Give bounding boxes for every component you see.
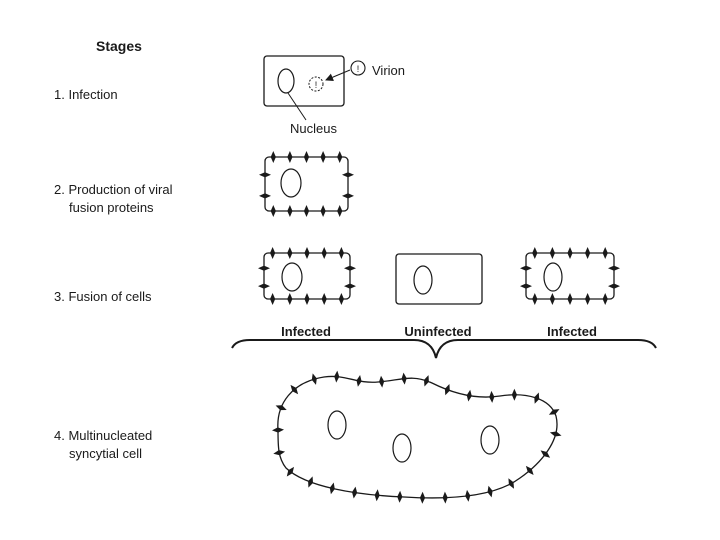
- fusion-protein-spike: [603, 247, 608, 259]
- fusion-proteins: [520, 247, 620, 305]
- fusion-protein-spike: [402, 373, 407, 385]
- fusion-protein-spike: [534, 393, 539, 404]
- fusion-protein-spike: [375, 489, 380, 501]
- nucleus: [281, 169, 301, 197]
- fusion-protein-spike: [321, 151, 326, 163]
- fusion-protein-spike: [271, 151, 276, 163]
- fusion-proteins: [259, 151, 354, 217]
- cell-membrane: [264, 253, 350, 299]
- fusion-protein-spike: [272, 427, 284, 432]
- fusion-protein-spike: [304, 247, 309, 259]
- fusion-protein-spike: [322, 293, 327, 305]
- fusion-protein-spike: [342, 172, 354, 177]
- fusion-protein-spike: [339, 247, 344, 259]
- fusion-protein-spike: [550, 432, 562, 437]
- fusion-protein-spike: [258, 284, 270, 289]
- nucleus: [414, 266, 432, 294]
- fusion-protein-spike: [352, 487, 357, 499]
- nucleus: [544, 263, 562, 291]
- fusion-protein-spike: [379, 376, 384, 388]
- fusion-protein-spike: [337, 151, 342, 163]
- nucleus: [393, 434, 411, 462]
- fusion-protein-spike: [258, 266, 270, 271]
- fusion-protein-spike: [287, 247, 292, 259]
- fusion-protein-spike: [532, 247, 537, 259]
- fusion-protein-spike: [270, 247, 275, 259]
- fusion-protein-spike: [488, 486, 493, 498]
- fusion-protein-spike: [550, 293, 555, 305]
- nucleus: [282, 263, 302, 291]
- fusion-protein-spike: [357, 375, 362, 387]
- stage-4-syncytium: [272, 371, 562, 504]
- fusion-protein-spike: [330, 483, 335, 495]
- fusion-protein-spike: [550, 247, 555, 259]
- fusion-protein-spike: [344, 284, 356, 289]
- fusion-protein-spike: [420, 492, 425, 504]
- stage-3-uninfected: [396, 254, 482, 304]
- fusion-protein-spike: [322, 247, 327, 259]
- fusion-protein-spike: [273, 450, 285, 455]
- fusion-protein-spike: [259, 193, 271, 198]
- fusion-protein-spike: [465, 490, 470, 502]
- cell-membrane: [265, 157, 348, 211]
- fusion-protein-spike: [608, 284, 620, 289]
- stage-3-infected-left: [258, 247, 356, 305]
- virion-outside-mark: !: [357, 64, 360, 74]
- fusion-protein-spike: [308, 476, 313, 487]
- fusion-protein-spike: [270, 293, 275, 305]
- cell-membrane: [264, 56, 344, 106]
- fusion-protein-spike: [287, 293, 292, 305]
- fusion-protein-spike: [312, 373, 317, 385]
- nucleus: [328, 411, 346, 439]
- fusion-protein-spike: [424, 375, 429, 386]
- fusion-protein-spike: [271, 205, 276, 217]
- fusion-protein-spike: [287, 467, 294, 477]
- fusion-protein-spike: [541, 450, 551, 457]
- virion-inside-mark: !: [315, 80, 318, 90]
- fusion-protein-spike: [304, 205, 309, 217]
- fusion-protein-spike: [520, 266, 532, 271]
- fusion-protein-spike: [342, 193, 354, 198]
- fusion-protein-spike: [549, 409, 560, 415]
- fusion-proteins: [258, 247, 356, 305]
- fusion-protein-spike: [321, 205, 326, 217]
- fusion-protein-spike: [397, 491, 402, 503]
- fusion-protein-spike: [334, 371, 339, 383]
- fusion-protein-spike: [532, 293, 537, 305]
- fusion-protein-spike: [276, 405, 287, 410]
- fusion-protein-spike: [567, 293, 572, 305]
- fusion-protein-spike: [526, 466, 534, 475]
- fusion-protein-spike: [508, 478, 514, 489]
- fusion-protein-spike: [304, 293, 309, 305]
- fusion-protein-spike: [339, 293, 344, 305]
- fusion-protein-spike: [512, 389, 517, 401]
- fusion-protein-spike: [443, 492, 448, 504]
- fusion-protein-spike: [603, 293, 608, 305]
- fusion-protein-spike: [567, 247, 572, 259]
- stage-2-cell: [259, 151, 354, 217]
- stage-3-infected-right: [520, 247, 620, 305]
- fusion-brace: [232, 340, 656, 358]
- nucleus: [481, 426, 499, 454]
- fusion-protein-spike: [520, 284, 532, 289]
- fusion-protein-spike: [259, 172, 271, 177]
- fusion-protein-spike: [287, 151, 292, 163]
- nucleus: [278, 69, 294, 93]
- cell-membrane: [396, 254, 482, 304]
- fusion-protein-spike: [608, 266, 620, 271]
- fusion-protein-spike: [467, 390, 472, 402]
- fusion-protein-spike: [304, 151, 309, 163]
- stage-1-cell: ! !: [264, 56, 365, 120]
- fusion-protein-spike: [445, 384, 450, 395]
- fusion-protein-spike: [337, 205, 342, 217]
- fusion-protein-spike: [489, 391, 494, 403]
- virion-arrow: [326, 70, 350, 80]
- fusion-protein-spike: [585, 247, 590, 259]
- fusion-protein-spike: [344, 266, 356, 271]
- fusion-protein-spike: [287, 205, 292, 217]
- fusion-protein-spike: [585, 293, 590, 305]
- cell-membrane: [526, 253, 614, 299]
